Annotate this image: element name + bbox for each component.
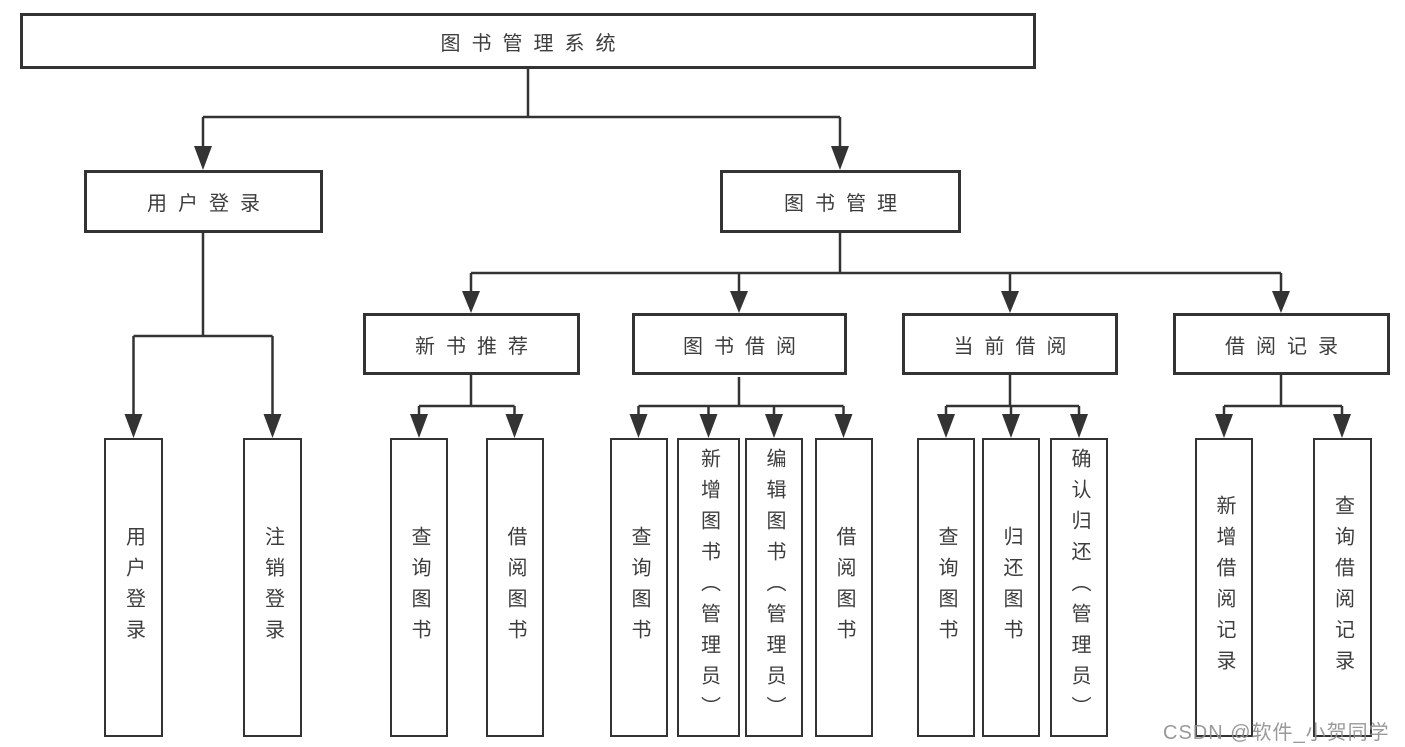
leaf-query-books-recommend: 查询图书: [390, 438, 448, 737]
leaf-label: 用户登录: [122, 525, 145, 650]
leaf-label: 新增图书（管理员）: [697, 448, 720, 727]
node-library-management-system: 图书管理系统: [20, 13, 1036, 69]
leaf-return-books: 归还图书: [982, 438, 1040, 737]
leaf-borrow-books: 借阅图书: [815, 438, 873, 737]
leaf-query-books-borrowing: 查询图书: [610, 438, 668, 737]
leaf-label: 借阅图书: [833, 525, 855, 650]
leaf-borrow-books-recommend: 借阅图书: [486, 438, 544, 737]
node-user-login: 用户登录: [84, 170, 323, 233]
leaf-edit-books-admin: 编辑图书（管理员）: [745, 438, 803, 737]
leaf-query-books-current: 查询图书: [917, 438, 975, 737]
leaf-label: 归还图书: [1000, 525, 1022, 650]
leaf-label: 查询图书: [408, 525, 430, 650]
leaf-label: 查询图书: [935, 525, 957, 650]
leaf-add-borrow-record: 新增借阅记录: [1195, 438, 1253, 737]
leaf-confirm-return-admin: 确认归还（管理员）: [1050, 438, 1108, 737]
node-book-borrowing: 图书借阅: [632, 313, 847, 375]
leaf-label: 编辑图书（管理员）: [763, 448, 785, 727]
leaf-label: 新增借阅记录: [1213, 494, 1235, 681]
leaf-logout: 注销登录: [243, 438, 302, 737]
node-current-borrowing: 当前借阅: [902, 313, 1118, 375]
node-new-book-recommendation: 新书推荐: [363, 313, 580, 375]
csdn-watermark: CSDN @软件_小贺同学: [1163, 722, 1390, 744]
node-book-management: 图书管理: [720, 170, 961, 233]
leaf-label: 借阅图书: [504, 525, 526, 650]
leaf-label: 查询图书: [628, 525, 650, 650]
leaf-label: 确认归还（管理员）: [1068, 448, 1090, 727]
leaf-user-login: 用户登录: [104, 438, 163, 737]
leaf-query-borrow-record: 查询借阅记录: [1313, 438, 1372, 737]
leaf-label: 注销登录: [261, 525, 284, 650]
leaf-add-books-admin: 新增图书（管理员）: [677, 438, 740, 737]
leaf-label: 查询借阅记录: [1331, 494, 1354, 681]
node-borrowing-records: 借阅记录: [1173, 313, 1390, 375]
